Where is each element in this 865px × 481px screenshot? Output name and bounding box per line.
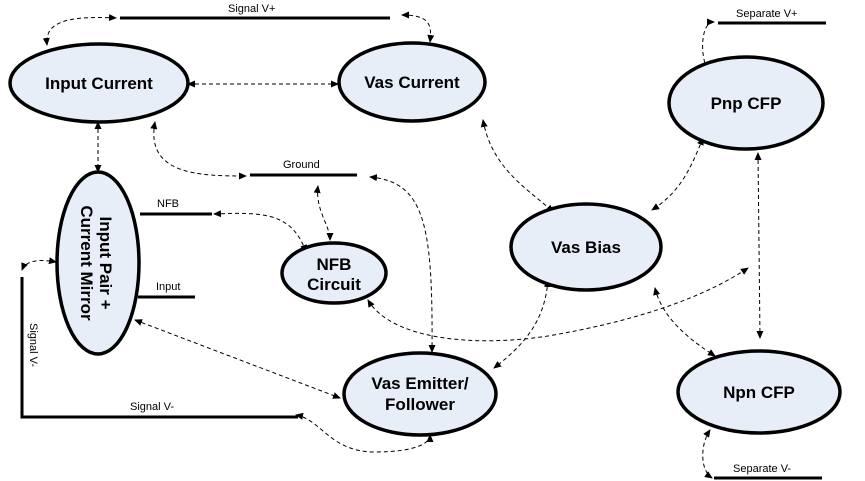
rail-signal-v-minus-vertical-label: Signal V- [27,323,39,367]
link-vas-bias-vas-emitter [493,279,551,369]
node-input-pair-current-mirror: Input Pair + Current Mirror [55,170,141,356]
svg-text:Ground: Ground [283,159,320,171]
link-input-current-ground [150,121,247,180]
svg-text:Vas Emitter/: Vas Emitter/ [371,374,469,393]
svg-text:Current Mirror: Current Mirror [77,205,96,321]
svg-text:Pnp CFP: Pnp CFP [711,94,782,113]
node-vas-current: Vas Current [337,41,487,123]
node-pnp-cfp: Pnp CFP [667,55,825,151]
link-nfb-circuit-vplus-far [367,267,749,342]
svg-text:Circuit: Circuit [307,275,361,294]
rail-input: Input [138,281,195,299]
link-signal-vminus-input-pair [21,257,57,271]
rail-nfb: NFB [140,198,212,216]
link-pnp-cfp-npn-cfp [754,152,764,339]
link-input-pair-vas-emitter [134,319,341,399]
svg-text:Separate V+: Separate V+ [736,8,797,20]
link-nfb-rail-nfb-circuit [213,210,307,253]
rail-signal-v-plus: Signal V+ [120,3,390,20]
link-signal-vplus-vas-current [401,11,435,43]
link-ground-vas-emitter [369,174,436,353]
link-pnp-cfp-vas-bias [651,137,704,211]
svg-text:NFB: NFB [317,255,352,274]
svg-text:Signal V+: Signal V+ [228,3,275,15]
svg-text:NFB: NFB [157,198,179,210]
node-nfb-circuit: NFB Circuit [280,241,388,305]
svg-text:Separate V-: Separate V- [733,463,791,475]
svg-text:Npn CFP: Npn CFP [723,383,795,402]
svg-text:Signal V-: Signal V- [130,401,174,413]
node-input-current: Input Current [8,42,190,124]
node-npn-cfp: Npn CFP [676,349,842,435]
node-vas-bias: Vas Bias [509,202,663,292]
connections [21,11,764,479]
svg-text:Vas Current: Vas Current [364,73,460,92]
rail-separate-v-plus: Separate V+ [718,8,826,25]
link-signal-vplus-input-current [42,14,117,46]
link-vas-bias-npn-cfp [653,287,716,357]
link-npn-cfp-separate-vminus [702,429,713,479]
link-vas-current-vas-bias [480,119,554,213]
svg-text:Follower: Follower [385,395,455,414]
svg-text:Input Current: Input Current [45,74,153,93]
svg-text:Input Pair +: Input Pair + [96,216,115,309]
link-ground-nfb-circuit [313,185,334,241]
svg-text:Input: Input [156,281,180,293]
svg-text:Vas Bias: Vas Bias [551,238,621,257]
rail-signal-v-minus: Signal V- Signal V- [20,277,298,419]
node-vas-emitter-follower: Vas Emitter/ Follower [342,351,498,437]
rail-separate-v-minus: Separate V- [714,463,822,480]
rail-ground: Ground [250,159,357,177]
